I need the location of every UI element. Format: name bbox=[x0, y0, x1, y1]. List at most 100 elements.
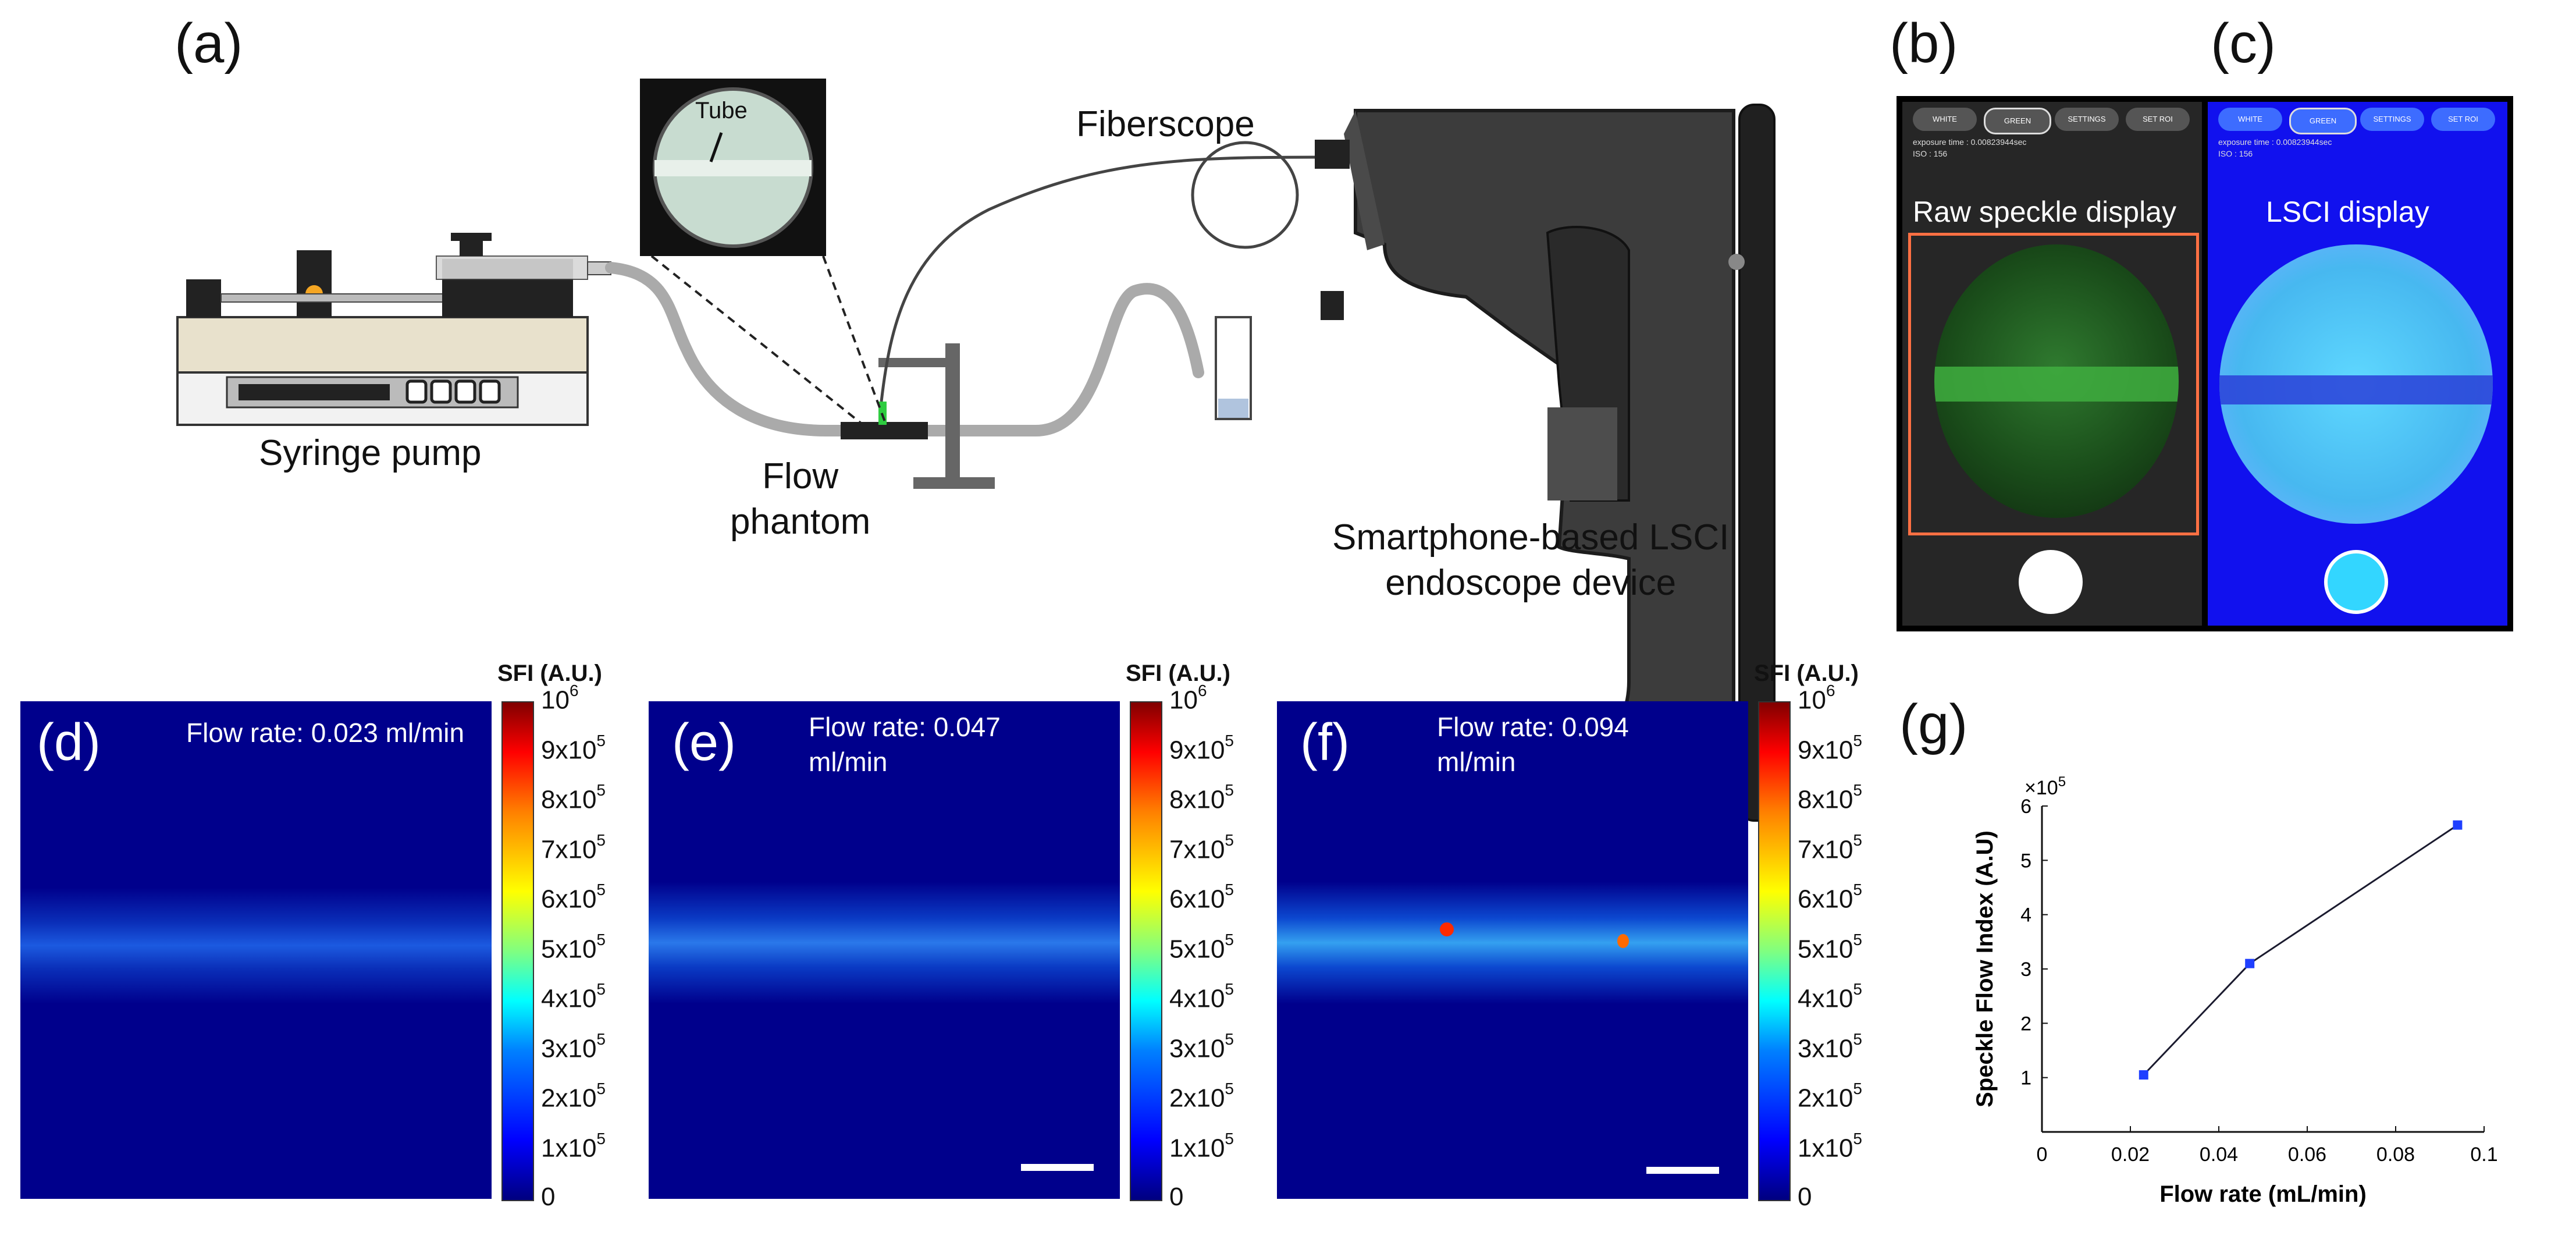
colorbar-tick-label: 7x105 bbox=[541, 830, 606, 864]
x-tick-label: 0.02 bbox=[2111, 1144, 2150, 1166]
sfi-map-d: (d) Flow rate: 0.023 ml/min bbox=[20, 701, 492, 1199]
series-line bbox=[2143, 824, 2458, 1076]
flow-rate-e: Flow rate: 0.047 ml/min bbox=[809, 712, 1001, 777]
scale-bar bbox=[1021, 1164, 1094, 1171]
fiberscope-caption: Fiberscope bbox=[1076, 104, 1255, 144]
exposure-time: exposure time : 0.00823944sec bbox=[1913, 137, 2027, 147]
raw-speckle-view: WHITE GREEN SETTINGS SET ROI exposure ti… bbox=[1902, 102, 2202, 626]
raw-speckle-label: Raw speckle display bbox=[1913, 196, 2176, 228]
x-tick-label: 0.08 bbox=[2376, 1144, 2415, 1166]
colorbar-tick-label: 3x105 bbox=[541, 1029, 606, 1063]
colorbar-tick-label: 4x105 bbox=[1169, 980, 1234, 1013]
colorbar-tick-label: 0 bbox=[541, 1183, 556, 1211]
colorbar-tick-label: 6x105 bbox=[1798, 881, 1862, 914]
capture-button[interactable] bbox=[2324, 550, 2388, 614]
colorbar-tick-label: 4x105 bbox=[541, 980, 606, 1013]
panel-label-e: (e) bbox=[672, 713, 736, 772]
colorbar-tick-label: 1x105 bbox=[1798, 1129, 1862, 1163]
panel-label-c: (c) bbox=[2211, 12, 2276, 74]
data-point bbox=[2453, 820, 2463, 830]
lsci-view: WHITE GREEN SETTINGS SET ROI exposure ti… bbox=[2208, 102, 2507, 626]
colorbar-tick-label: 7x105 bbox=[1798, 830, 1862, 864]
y-tick-label: 5 bbox=[2020, 850, 2031, 872]
colorbar-tick-label: 2x105 bbox=[541, 1080, 606, 1113]
app-button-set-roi[interactable]: SET ROI bbox=[2126, 108, 2190, 131]
panel-label-b: (b) bbox=[1890, 12, 1958, 74]
colorbar-tick-label: 0 bbox=[1798, 1183, 1812, 1211]
app-button-set-roi[interactable]: SET ROI bbox=[2431, 108, 2495, 131]
y-tick-label: 1 bbox=[2020, 1067, 2031, 1089]
colorbar-tick-label: 8x105 bbox=[1169, 781, 1234, 814]
app-screenshot-frame: WHITE GREEN SETTINGS SET ROI exposure ti… bbox=[1897, 96, 2513, 631]
colorbar-tick-label: 2x105 bbox=[1798, 1080, 1862, 1113]
app-button-white[interactable]: WHITE bbox=[2218, 108, 2282, 131]
colorbar-tick-label: 8x105 bbox=[1798, 781, 1862, 814]
y-axis-label: Speckle Flow Index (A.U) bbox=[1972, 830, 1998, 1107]
colorbar-title: SFI (A.U.) bbox=[1126, 661, 1230, 686]
flow-phantom-caption: Flow phantom bbox=[730, 456, 871, 542]
y-tick-label: 4 bbox=[2020, 904, 2031, 926]
colorbar-tick-label: 4x105 bbox=[1798, 980, 1862, 1013]
y-tick-label: 2 bbox=[2020, 1013, 2031, 1035]
tube-label: Tube bbox=[695, 98, 748, 123]
colorbar-tick-label: 6x105 bbox=[1169, 881, 1234, 914]
iso-value: ISO : 156 bbox=[2218, 149, 2253, 158]
y-tick-label: 3 bbox=[2020, 958, 2031, 981]
x-tick-label: 0.04 bbox=[2200, 1144, 2238, 1166]
panel-label-f: (f) bbox=[1300, 713, 1350, 772]
colorbar-tick-label: 9x105 bbox=[541, 731, 606, 765]
app-button-settings[interactable]: SETTINGS bbox=[2360, 108, 2424, 131]
colorbar-tick-label: 9x105 bbox=[1169, 731, 1234, 765]
x-tick-label: 0.1 bbox=[2470, 1144, 2497, 1166]
colorbar-tick-label: 1x105 bbox=[1169, 1129, 1234, 1163]
data-point bbox=[2139, 1070, 2148, 1080]
x-axis-label: Flow rate (mL/min) bbox=[2159, 1181, 2367, 1207]
colorbar-tick-label: 106 bbox=[1798, 681, 1835, 715]
colorbar-tick-label: 106 bbox=[1169, 681, 1207, 715]
flow-rate-d: Flow rate: 0.023 ml/min bbox=[186, 718, 465, 748]
app-button-white[interactable]: WHITE bbox=[1913, 108, 1977, 131]
app-button-settings[interactable]: SETTINGS bbox=[2055, 108, 2119, 131]
colorbar-tick-label: 5x105 bbox=[541, 930, 606, 964]
colorbar-tick-label: 106 bbox=[541, 681, 579, 715]
flow-rate-f: Flow rate: 0.094 ml/min bbox=[1437, 712, 1629, 777]
colorbar-tick-label: 5x105 bbox=[1169, 930, 1234, 964]
colorbar-tick-label: 5x105 bbox=[1798, 930, 1862, 964]
colorbar-tick-label: 2x105 bbox=[1169, 1080, 1234, 1113]
x-tick-label: 0.06 bbox=[2288, 1144, 2326, 1166]
capture-button[interactable] bbox=[2019, 550, 2083, 614]
colorbar-tick-label: 6x105 bbox=[541, 881, 606, 914]
syringe-pump-caption: Syringe pump bbox=[259, 433, 482, 473]
lsci-circle bbox=[2219, 244, 2493, 524]
app-button-green[interactable]: GREEN bbox=[2289, 108, 2357, 134]
colorbar-tick-label: 9x105 bbox=[1798, 731, 1862, 765]
colorbar-title: SFI (A.U.) bbox=[1754, 661, 1859, 686]
colorbar-tick-label: 1x105 bbox=[541, 1129, 606, 1163]
app-button-green[interactable]: GREEN bbox=[1984, 108, 2051, 134]
sfi-map-f: (f) Flow rate: 0.094 ml/min bbox=[1277, 701, 1748, 1199]
iso-value: ISO : 156 bbox=[1913, 149, 1948, 158]
lsci-label: LSCI display bbox=[2266, 196, 2429, 228]
roi-box bbox=[1908, 233, 2199, 535]
panel-label-d: (d) bbox=[37, 713, 101, 772]
lsci-device-illustration bbox=[1315, 104, 1776, 822]
device-caption: Smartphone-based LSCI endoscope device bbox=[1332, 517, 1730, 603]
data-point bbox=[2245, 958, 2255, 968]
panel-label-g: (g) bbox=[1899, 693, 1968, 755]
y-multiplier: ×105 bbox=[2024, 774, 2066, 799]
scale-bar bbox=[1646, 1167, 1719, 1174]
exposure-time: exposure time : 0.00823944sec bbox=[2218, 137, 2332, 147]
colorbar-tick-label: 3x105 bbox=[1169, 1029, 1234, 1063]
x-tick-label: 0 bbox=[2037, 1144, 2048, 1166]
colorbar-tick-label: 8x105 bbox=[541, 781, 606, 814]
colorbar-tick-label: 7x105 bbox=[1169, 830, 1234, 864]
colorbar-title: SFI (A.U.) bbox=[497, 661, 602, 686]
panel-label-a: (a) bbox=[175, 12, 243, 74]
syringe-pump-illustration bbox=[176, 233, 611, 426]
colorbar-tick-label: 3x105 bbox=[1798, 1029, 1862, 1063]
sfi-map-e: (e) Flow rate: 0.047 ml/min bbox=[649, 701, 1120, 1199]
colorbar-tick-label: 0 bbox=[1169, 1183, 1184, 1211]
y-tick-label: 6 bbox=[2020, 796, 2031, 818]
